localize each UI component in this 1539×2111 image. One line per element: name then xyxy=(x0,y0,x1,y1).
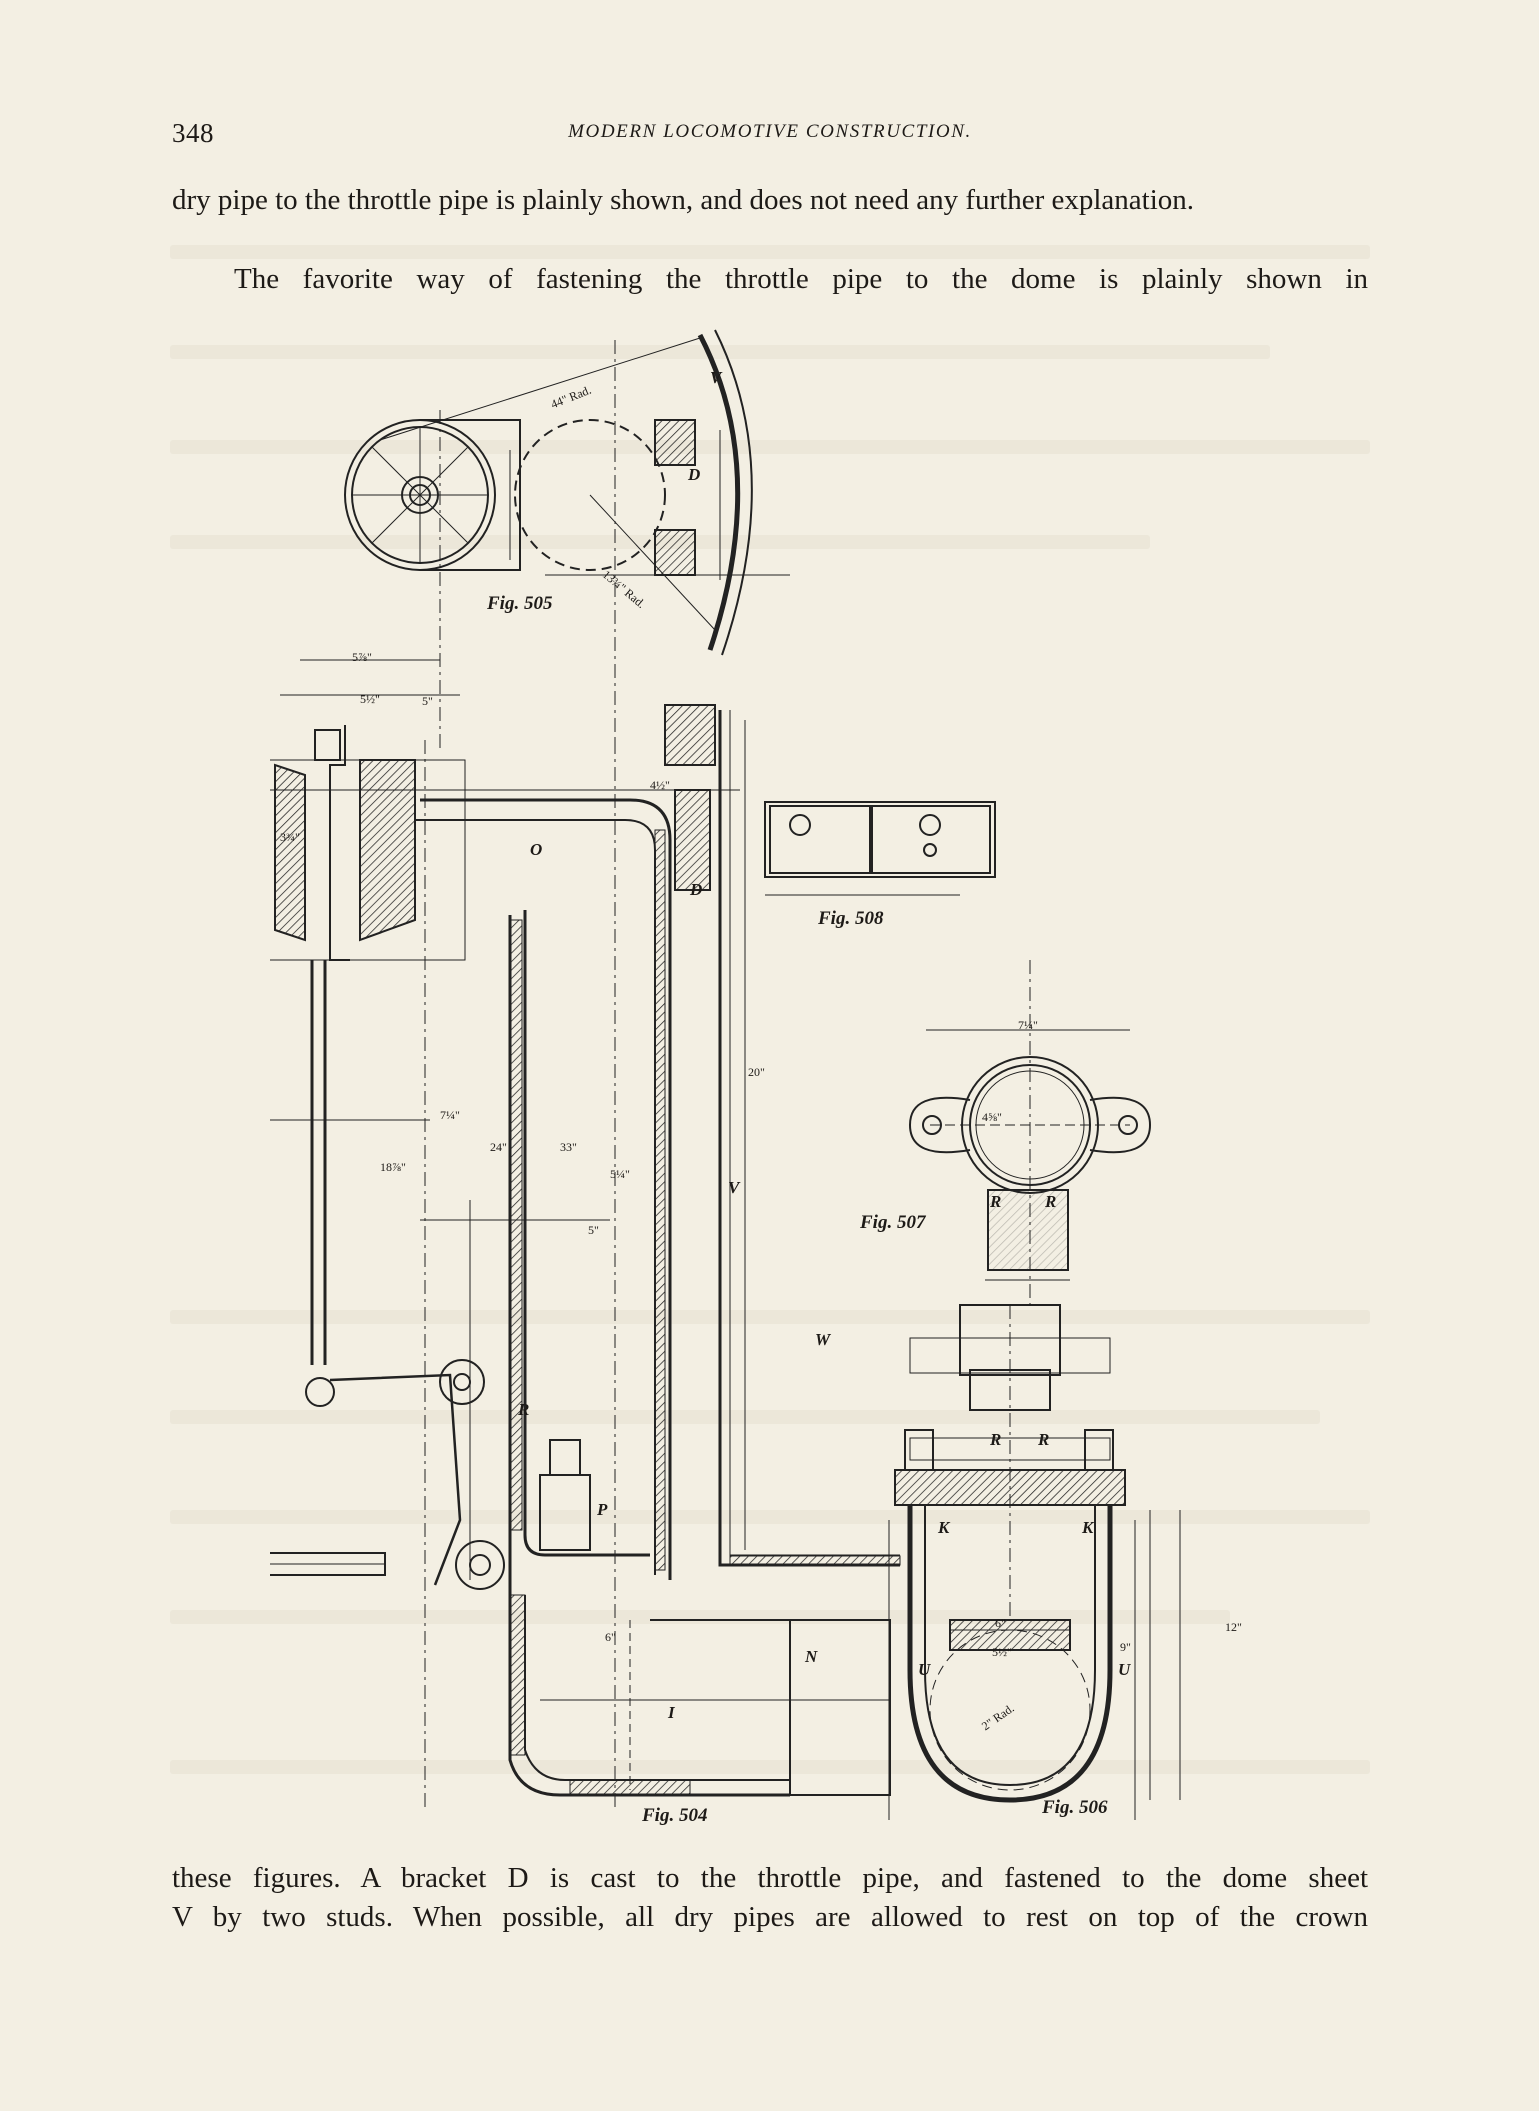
dim-5-1-2-u: 5½" xyxy=(992,1645,1012,1659)
fig-507-caption: Fig. 507 xyxy=(860,1212,926,1233)
running-head: 348 MODERN LOCOMOTIVE CONSTRUCTION. xyxy=(172,118,1368,158)
dim-4-5-8: 4⅝" xyxy=(982,1110,1002,1124)
fig-504-caption: Fig. 504 xyxy=(642,1805,708,1826)
label-i: I xyxy=(668,1703,675,1722)
paragraph-2: The favorite way of fastening the thrott… xyxy=(234,263,1368,295)
fig505-drawing xyxy=(344,329,790,750)
show-through xyxy=(170,245,1370,259)
dim-3-3-4: 3¾" xyxy=(280,830,300,844)
label-w: W xyxy=(815,1330,831,1349)
label-r: R xyxy=(518,1400,530,1419)
label-n: N xyxy=(805,1647,818,1666)
dim-4-1-2: 4½" xyxy=(650,778,670,792)
paragraph-3-line-2: V by two studs. When possible, all dry p… xyxy=(172,1901,1368,1933)
show-through xyxy=(170,345,1270,359)
label-d-pipe: D xyxy=(690,880,703,899)
dim-12: 12" xyxy=(1225,1620,1242,1634)
label-r-left: R xyxy=(990,1192,1002,1211)
fig-506-caption: Fig. 506 xyxy=(1042,1797,1108,1818)
dim-7-1-4-ring: 7¼" xyxy=(1018,1018,1038,1032)
fig507-drawing xyxy=(908,960,1152,1310)
dim-5-1-2: 5½" xyxy=(360,692,380,706)
label-r-right: R xyxy=(1045,1192,1057,1211)
label-o: O xyxy=(530,840,543,859)
drawing-svg xyxy=(270,329,1181,1820)
label-d-bracket: D xyxy=(688,465,701,484)
dim-5-7-8: 5⅞" xyxy=(352,650,372,664)
label-u-left: U xyxy=(918,1660,931,1679)
label-p: P xyxy=(597,1500,608,1519)
page-number: 348 xyxy=(172,118,214,148)
paragraph-3-line-1: these figures. A bracket D is cast to th… xyxy=(172,1862,1368,1894)
fig504-drawing xyxy=(270,659,901,1810)
fig506-drawing xyxy=(888,1304,1181,1820)
label-r-lower-left: R xyxy=(990,1430,1002,1449)
label-u-right: U xyxy=(1118,1660,1131,1679)
dim-5-1-4: 5¼" xyxy=(610,1167,630,1181)
dim-7-1-4: 7¼" xyxy=(440,1108,460,1122)
label-k-right: K xyxy=(1082,1518,1094,1537)
dim-5: 5" xyxy=(422,694,433,708)
show-through xyxy=(170,440,1370,454)
fig-505-caption: Fig. 505 xyxy=(487,593,553,614)
dim-18: 18⅞" xyxy=(380,1160,406,1174)
dim-9: 9" xyxy=(1120,1640,1131,1654)
label-r-lower-right: R xyxy=(1038,1430,1050,1449)
label-k-left: K xyxy=(938,1518,950,1537)
dim-5-lower: 5" xyxy=(588,1223,599,1237)
dim-6: 6" xyxy=(605,1630,616,1644)
show-through xyxy=(170,1760,1370,1774)
dim-6-u: 6" xyxy=(995,1616,1006,1630)
dim-24: 24" xyxy=(490,1140,507,1154)
dim-20: 20" xyxy=(748,1065,765,1079)
fig508-drawing xyxy=(764,801,996,896)
technical-drawing: Fig. 505 Fig. 504 Fig. 506 Fig. 507 Fig.… xyxy=(270,320,1270,1850)
running-title: MODERN LOCOMOTIVE CONSTRUCTION. xyxy=(568,121,972,142)
label-v-dome: V xyxy=(710,368,722,387)
label-v-sheet: V xyxy=(728,1178,740,1197)
fig-508-caption: Fig. 508 xyxy=(818,908,884,929)
paragraph-1: dry pipe to the throttle pipe is plainly… xyxy=(172,184,1195,216)
dim-33: 33" xyxy=(560,1140,577,1154)
